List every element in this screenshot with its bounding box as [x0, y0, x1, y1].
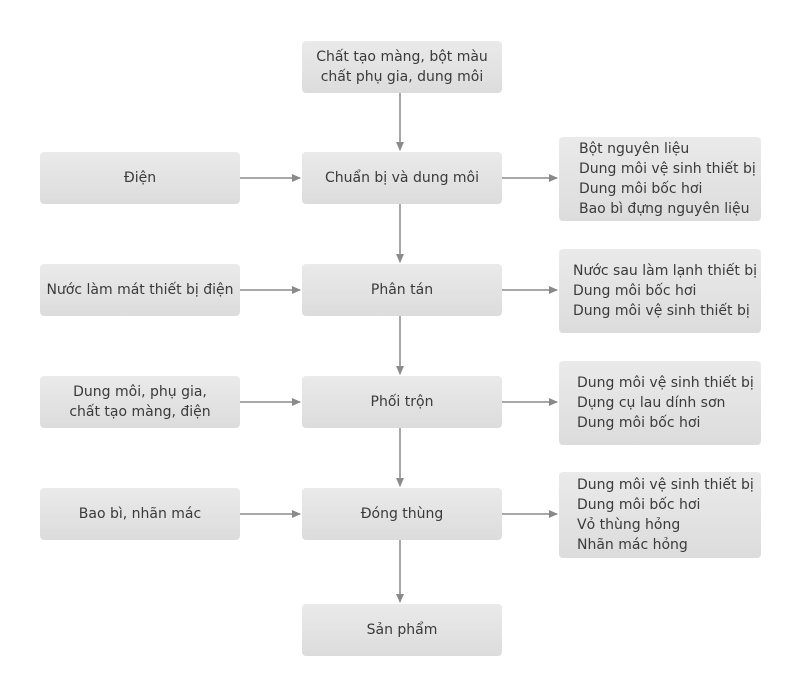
output-box-dispersion: Nước sau làm lạnh thiết bị Dung môi bốc …	[559, 249, 761, 333]
input-2-line-1: Nước làm mát thiết bị điện	[46, 282, 234, 298]
step-canning: Đóng thùng	[302, 488, 502, 540]
step-mixing: Phối trộn	[302, 376, 502, 428]
step-1-label: Chuẩn bị và dung môi	[324, 170, 480, 186]
input-3-line-1: Dung môi, phụ gia,	[73, 384, 207, 400]
step-product: Sản phẩm	[302, 604, 502, 656]
raw-materials-line-2: chất phụ gia, dung môi	[320, 69, 484, 85]
output-4-line-1: Dung môi vệ sinh thiết bị	[577, 477, 754, 493]
step-dispersion: Phân tán	[302, 264, 502, 316]
step-2-label: Phân tán	[370, 282, 434, 298]
output-2-line-3: Dung môi vệ sinh thiết bị	[573, 303, 750, 319]
output-3-line-3: Dung môi bốc hơi	[577, 415, 701, 431]
step-4-label: Đóng thùng	[360, 506, 444, 522]
output-1-line-2: Dung môi vệ sinh thiết bị	[579, 161, 756, 177]
output-3-line-1: Dung môi vệ sinh thiết bị	[577, 375, 754, 391]
input-1-line-1: Điện	[123, 170, 157, 186]
output-box-canning: Dung môi vệ sinh thiết bị Dung môi bốc h…	[559, 472, 761, 558]
input-4-line-1: Bao bì, nhãn mác	[78, 506, 202, 522]
step-5-label: Sản phẩm	[366, 622, 438, 638]
input-box-packaging: Bao bì, nhãn mác	[40, 488, 240, 540]
output-4-line-3: Vỏ thùng hỏng	[577, 517, 681, 533]
raw-materials-line-1: Chất tạo màng, bột màu	[316, 49, 488, 65]
output-1-line-3: Dung môi bốc hơi	[579, 181, 703, 197]
output-2-line-1: Nước sau làm lạnh thiết bị	[573, 263, 758, 279]
input-box-electricity: Điện	[40, 152, 240, 204]
output-3-line-2: Dụng cụ lau dính sơn	[577, 395, 726, 411]
output-1-line-4: Bao bì đựng nguyên liệu	[579, 201, 750, 217]
step-preparation: Chuẩn bị và dung môi	[302, 152, 502, 204]
output-2-line-2: Dung môi bốc hơi	[573, 283, 697, 299]
output-box-mixing: Dung môi vệ sinh thiết bị Dụng cụ lau dí…	[559, 361, 761, 445]
output-box-preparation: Bột nguyên liệu Dung môi vệ sinh thiết b…	[559, 137, 761, 221]
output-1-line-1: Bột nguyên liệu	[579, 141, 690, 157]
output-4-line-2: Dung môi bốc hơi	[577, 497, 701, 513]
input-box-cooling-water: Nước làm mát thiết bị điện	[40, 264, 240, 316]
input-3-line-2: chất tạo màng, điện	[69, 404, 211, 420]
output-4-line-4: Nhãn mác hỏng	[577, 537, 688, 553]
input-box-mixing-materials: Dung môi, phụ gia, chất tạo màng, điện	[40, 376, 240, 428]
raw-materials-box: Chất tạo màng, bột màu chất phụ gia, dun…	[302, 41, 502, 93]
step-3-label: Phối trộn	[370, 394, 434, 410]
